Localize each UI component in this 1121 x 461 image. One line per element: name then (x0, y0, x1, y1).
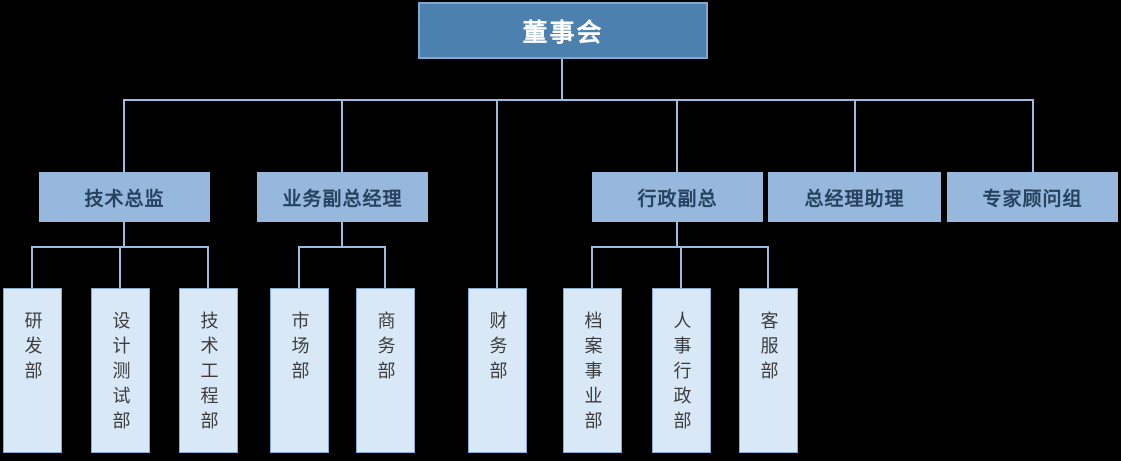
connector-drop-rd-dept (31, 246, 33, 288)
node-tech-engineering-dept[interactable]: 技术工程部 (179, 288, 238, 453)
node-admin-deputy-gm[interactable]: 行政副总 (592, 172, 763, 222)
node-marketing-dept[interactable]: 市场部 (270, 288, 329, 453)
node-label: 总经理助理 (804, 188, 905, 210)
connector-root-riser (561, 59, 563, 99)
node-label: 设计测试部 (110, 311, 131, 436)
node-commerce-dept[interactable]: 商务部 (356, 288, 415, 453)
node-expert-advisory-group[interactable]: 专家顾问组 (947, 172, 1118, 222)
connector-stub-business-deputy-gm (341, 222, 343, 246)
connector-rail-business-deputy-gm (298, 246, 386, 248)
connector-drop-commerce-dept (384, 246, 386, 288)
node-business-deputy-gm[interactable]: 业务副总经理 (257, 172, 428, 222)
node-rd-dept[interactable]: 研发部 (3, 288, 62, 453)
connector-drop-admin-deputy-gm (676, 99, 678, 172)
node-label: 行政副总 (637, 188, 718, 210)
connector-drop-expert-advisory-group (1032, 99, 1034, 172)
node-label: 技术总监 (84, 188, 165, 210)
connector-drop-technical-director (123, 99, 125, 172)
node-label: 技术工程部 (198, 311, 219, 436)
connector-top-rail (123, 99, 1034, 101)
node-customer-service-dept[interactable]: 客服部 (739, 288, 798, 453)
node-label: 业务副总经理 (282, 188, 403, 210)
node-design-testing-dept[interactable]: 设计测试部 (91, 288, 150, 453)
connector-drop-design-testing-dept (119, 246, 121, 288)
connector-drop-archives-dept (591, 246, 593, 288)
node-archives-dept[interactable]: 档案事业部 (563, 288, 622, 453)
node-label: 董事会 (522, 18, 604, 47)
node-gm-assistant[interactable]: 总经理助理 (768, 172, 941, 222)
connector-stub-admin-deputy-gm (676, 222, 678, 246)
node-label: 人事行政部 (671, 311, 692, 436)
connector-drop-business-deputy-gm (341, 99, 343, 172)
connector-drop-customer-service-dept (767, 246, 769, 288)
connector-drop-finance-dept (496, 99, 498, 288)
node-board-of-directors[interactable]: 董事会 (418, 2, 708, 59)
node-label: 市场部 (289, 311, 310, 386)
node-label: 客服部 (758, 311, 779, 386)
node-label: 财务部 (487, 311, 508, 386)
node-hr-admin-dept[interactable]: 人事行政部 (652, 288, 711, 453)
connector-drop-marketing-dept (298, 246, 300, 288)
connector-stub-technical-director (123, 222, 125, 246)
node-label: 档案事业部 (582, 311, 603, 436)
connector-drop-gm-assistant (854, 99, 856, 172)
connector-drop-tech-engineering-dept (207, 246, 209, 288)
connector-drop-hr-admin-dept (680, 246, 682, 288)
node-technical-director[interactable]: 技术总监 (39, 172, 210, 222)
node-label: 研发部 (22, 311, 43, 386)
node-label: 专家顾问组 (982, 188, 1083, 210)
node-label: 商务部 (375, 311, 396, 386)
node-finance-dept[interactable]: 财务部 (468, 288, 527, 453)
